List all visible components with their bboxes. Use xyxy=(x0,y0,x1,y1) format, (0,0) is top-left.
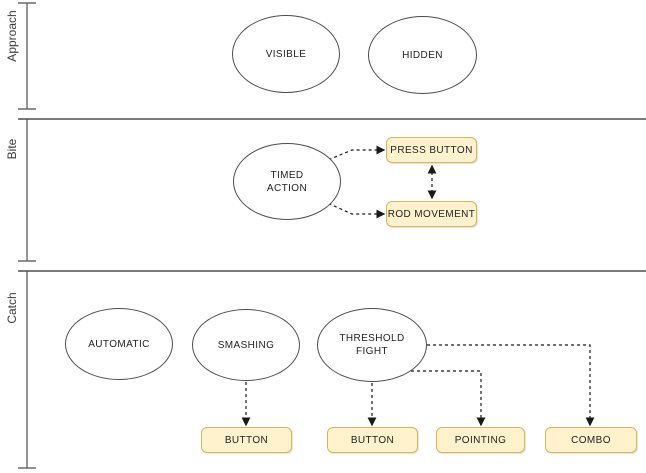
node-automatic: AUTOMATIC xyxy=(65,308,173,380)
node-label: ROD MOVEMENT xyxy=(387,208,476,220)
node-rod-movement: ROD MOVEMENT xyxy=(386,201,477,227)
edge-timed-action-rod-movement xyxy=(322,200,386,219)
node-label: PRESS BUTTON xyxy=(390,144,473,156)
node-button-smashing: BUTTON xyxy=(201,427,292,453)
lane-bracket-catch xyxy=(18,271,36,469)
node-smashing: SMASHING xyxy=(192,309,300,381)
node-label: VISIBLE xyxy=(265,48,307,60)
node-threshold-fight: THRESHOLD FIGHT xyxy=(317,308,427,382)
lane-label-catch: Catch xyxy=(5,292,19,324)
lane-label-bite: Bite xyxy=(5,138,19,160)
node-label: TIMED ACTION xyxy=(266,169,308,194)
node-label: POINTING xyxy=(454,434,507,446)
node-label: HIDDEN xyxy=(402,49,443,61)
node-press-button: PRESS BUTTON xyxy=(386,137,477,163)
node-label: THRESHOLD FIGHT xyxy=(339,333,405,357)
node-label: BUTTON xyxy=(350,434,395,446)
edge-threshold-fight-pointing xyxy=(411,370,486,427)
lane-label-approach: Approach xyxy=(5,10,19,62)
node-label: AUTOMATIC xyxy=(88,338,150,350)
node-label: BUTTON xyxy=(224,434,269,446)
lane-bracket-bite xyxy=(18,119,36,262)
node-combo: COMBO xyxy=(545,427,637,453)
node-hidden: HIDDEN xyxy=(368,16,477,94)
node-label: SMASHING xyxy=(217,339,275,351)
node-timed-action: TIMED ACTION xyxy=(233,143,341,220)
node-pointing: POINTING xyxy=(436,427,525,453)
edge-threshold-fight-combo xyxy=(427,344,595,427)
node-visible: VISIBLE xyxy=(232,15,340,93)
lane-bracket-approach xyxy=(18,2,36,110)
node-button-threshold: BUTTON xyxy=(327,427,418,453)
node-label: COMBO xyxy=(571,434,611,446)
